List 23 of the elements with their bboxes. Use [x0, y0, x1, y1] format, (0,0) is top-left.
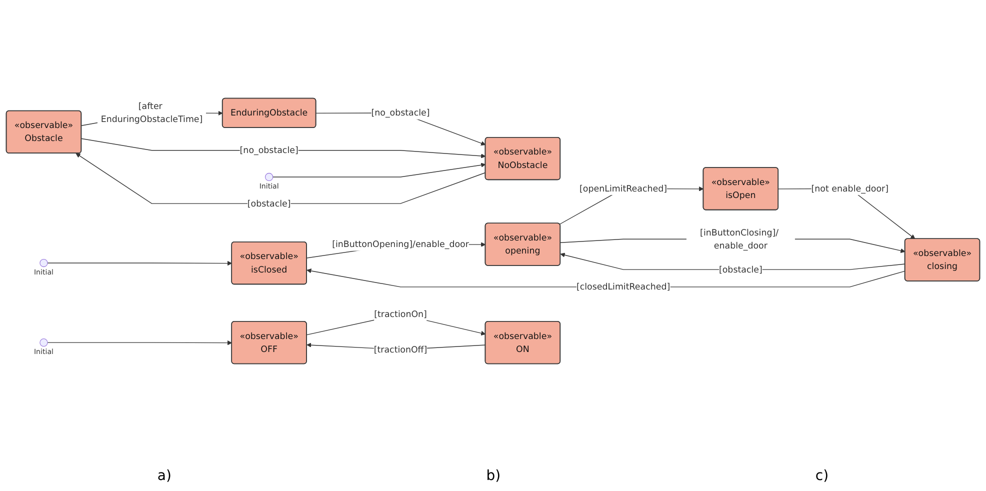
panel-label: a) [157, 468, 172, 484]
edge-label: [inButtonOpening]/enable_door [332, 238, 469, 249]
edge-label: [tractionOff] [374, 344, 428, 354]
arrow [81, 138, 486, 158]
arrow [47, 340, 232, 345]
panel-label: b) [486, 468, 501, 484]
arrow [272, 162, 486, 177]
node-circle [40, 258, 48, 267]
edge-label: [inButtonClosing]/ enable_door [700, 226, 779, 250]
arrow [76, 152, 486, 204]
edge-label: [closedLimitReached] [576, 280, 670, 292]
edge-label: [after EnduringObstacleTime] [100, 100, 203, 124]
edge-label: [tractionOn] [374, 308, 427, 319]
edge-label: [no_obstacle] [240, 144, 298, 155]
edge-label: [obstacle] [718, 264, 762, 274]
edge-label: [openLimitReached] [580, 182, 667, 194]
node-circle [265, 172, 274, 181]
node-circle [40, 338, 48, 346]
edge-label: [obstacle] [247, 198, 291, 208]
edge-label: [not enable_door] [811, 182, 889, 194]
edge-label: [no_obstacle] [371, 106, 430, 118]
arrow [47, 260, 232, 266]
panel-label: c) [815, 468, 829, 484]
